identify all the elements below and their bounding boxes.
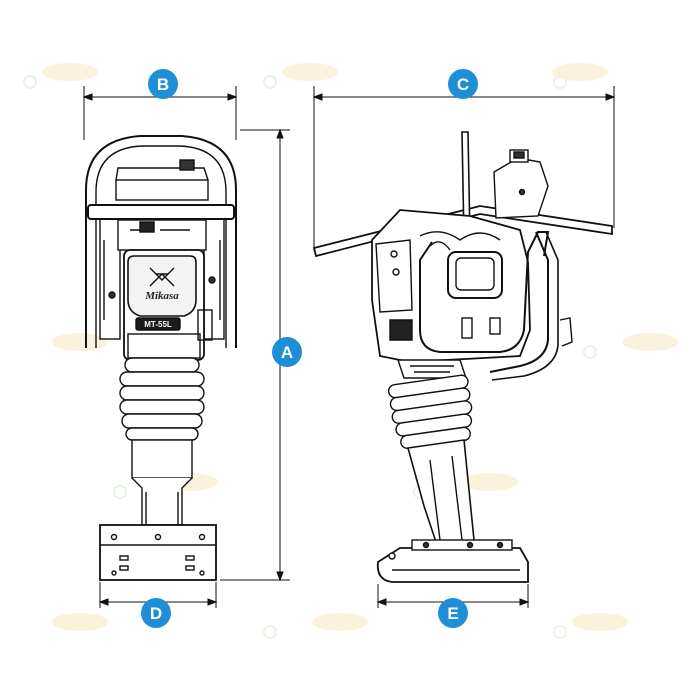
dimension-badge-a: A <box>272 337 302 367</box>
badge-label-d: D <box>150 604 162 623</box>
front-view <box>85 135 237 581</box>
watermark-pattern <box>23 63 678 639</box>
watermark-tile <box>583 333 678 359</box>
brand-logo-text: Mikasa <box>144 290 179 302</box>
watermark-tile <box>23 63 98 89</box>
badge-label-c: C <box>457 75 469 94</box>
watermark-tile <box>552 63 608 89</box>
badge-label-b: B <box>157 75 169 94</box>
side-view <box>312 131 613 583</box>
brand-plate <box>127 255 197 317</box>
watermark-tile <box>52 613 108 631</box>
side-handle-bar <box>312 205 613 258</box>
watermark-tile <box>553 613 628 639</box>
dimension-badge-c: C <box>448 69 478 99</box>
dimension-badge-b: B <box>148 69 178 99</box>
watermark-tile <box>263 613 368 639</box>
badge-label-a: A <box>281 343 293 362</box>
front-handle <box>85 135 237 348</box>
badge-label-e: E <box>447 604 458 623</box>
watermark-tile <box>52 333 108 351</box>
watermark-tile <box>263 63 338 89</box>
dimension-badge-d: D <box>141 598 171 628</box>
model-plate-text: MT-55L <box>144 320 172 329</box>
dimension-lines <box>82 86 616 608</box>
dimension-badge-e: E <box>438 598 468 628</box>
